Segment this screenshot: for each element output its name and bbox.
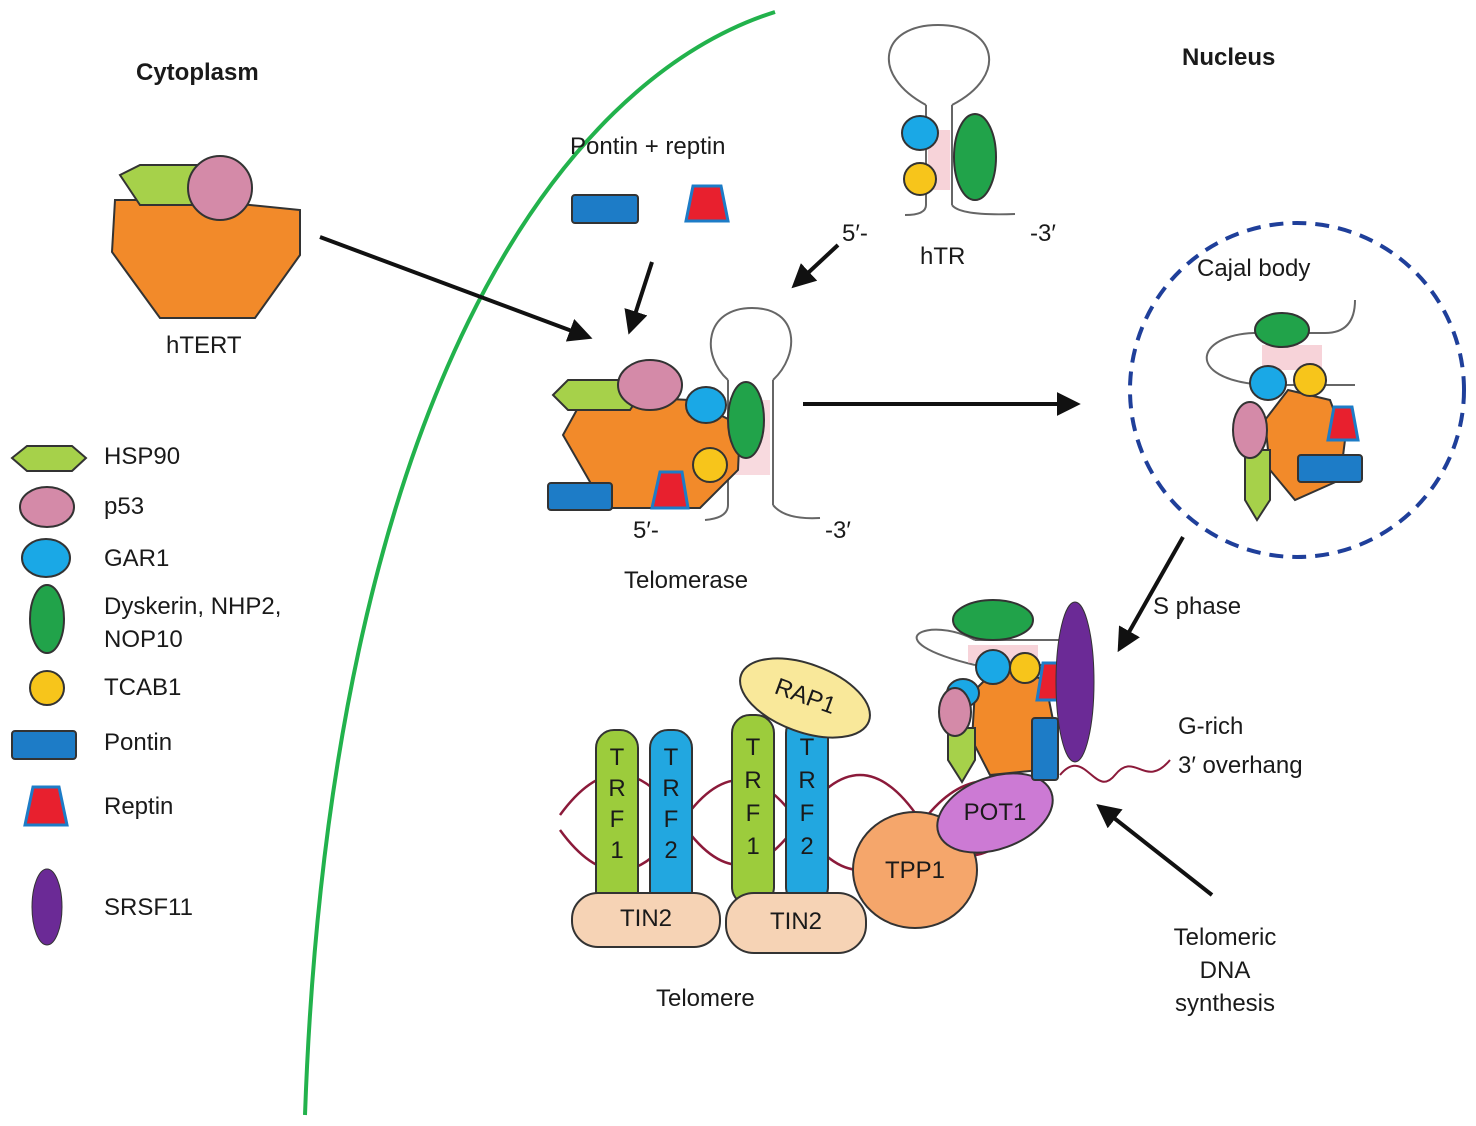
pontin-shape	[571, 194, 639, 224]
dyskerin-shape	[953, 113, 997, 201]
trf2-letter-a: 2	[664, 837, 677, 864]
telomerase-3prime-label: -3′	[825, 517, 851, 544]
telomerase-complex	[547, 306, 821, 521]
tpp1-label: TPP1	[884, 857, 946, 884]
trf1-letter-b: R	[744, 767, 761, 794]
trf1-letter-b: F	[746, 800, 761, 827]
legend-hsp90-icon	[10, 445, 88, 472]
trf2-letter-b: R	[798, 767, 815, 794]
trf2-letter-a: R	[662, 775, 679, 802]
cajal-body-border	[1128, 221, 1466, 559]
trf1-letter-b: 1	[746, 833, 759, 860]
arrow-pontin-to-telomerase	[624, 261, 654, 335]
tcab1-shape	[903, 162, 937, 196]
g-rich-label-line1: G-rich	[1178, 713, 1244, 740]
htert-label: hTERT	[166, 332, 242, 359]
reptin-shape	[684, 184, 730, 223]
free-pontin-reptin	[571, 184, 730, 224]
legend-label: Dyskerin, NHP2,	[104, 593, 282, 620]
trf2-letter-b: F	[800, 800, 815, 827]
legend-shapes	[10, 445, 88, 946]
trf1-letter-a: F	[610, 806, 625, 833]
tin2-shape-a	[571, 892, 721, 948]
legend-dyskerin-icon	[29, 584, 65, 654]
trf2-letter-a: F	[664, 806, 679, 833]
s-phase-label: S phase	[1153, 593, 1242, 620]
tin2-label-a: TIN2	[619, 905, 672, 932]
arrows	[319, 235, 1214, 897]
legend-label: HSP90	[104, 443, 181, 470]
arrow-cajal-to-telomere	[1117, 536, 1185, 653]
htert-shape	[110, 199, 301, 319]
p53-shape	[187, 155, 253, 221]
legend-srsf11-icon	[31, 868, 63, 946]
rap1-shape	[739, 657, 871, 739]
telomere-label: Telomere	[656, 985, 755, 1012]
htert-cytoplasm-complex	[110, 155, 301, 319]
telomerase-5prime-label: 5′-	[633, 517, 659, 544]
htr-label: hTR	[920, 243, 966, 270]
srsf11-shape	[1055, 601, 1095, 763]
gar1-shape	[901, 115, 939, 151]
tin2-shape-b	[725, 892, 867, 954]
trf1-letter-b: T	[746, 734, 761, 761]
htr-3prime-label: -3′	[1030, 220, 1056, 247]
cajal-body-label: Cajal body	[1197, 255, 1311, 282]
trf1-letter-a: 1	[610, 837, 623, 864]
legend-pontin-icon	[11, 730, 77, 760]
nucleus-label: Nucleus	[1182, 44, 1276, 71]
synthesis-label-line1: Telomeric	[1173, 924, 1277, 951]
synthesis-label-line2: DNA	[1199, 957, 1251, 984]
legend-label: p53	[104, 493, 145, 520]
nuclear-membrane-curve	[303, 10, 776, 1116]
htr-5prime-label: 5′-	[842, 220, 868, 247]
legend-tcab1-icon	[29, 670, 65, 706]
cytoplasm-label: Cytoplasm	[136, 59, 259, 86]
cajal-complex	[1205, 299, 1363, 522]
pot1-shape	[936, 772, 1054, 854]
trf2-letter-b: 2	[800, 833, 813, 860]
legend-label: Reptin	[104, 793, 174, 820]
trf2-letter-a: T	[664, 744, 679, 771]
legend-gar1-icon	[21, 538, 71, 578]
legend-p53-icon	[19, 486, 75, 528]
g-rich-label-line2: 3′ overhang	[1178, 752, 1303, 779]
trf2-letter-b: T	[800, 734, 815, 761]
arrow-synthesis	[1096, 804, 1214, 897]
tin2-label-b: TIN2	[769, 908, 822, 935]
legend-label: NOP10	[104, 626, 183, 653]
arrow-htr-to-telomerase	[791, 243, 840, 289]
pontin-reptin-label: Pontin + reptin	[570, 133, 726, 160]
legend-label: GAR1	[104, 545, 170, 572]
trf1-letter-a: T	[610, 744, 625, 771]
legend-label: SRSF11	[104, 894, 193, 921]
legend-reptin-icon	[23, 785, 69, 827]
telomerase-on-telomere	[915, 599, 1095, 784]
telomerase-label: Telomerase	[624, 567, 749, 594]
legend-label: TCAB1	[104, 674, 182, 701]
legend-label: Pontin	[104, 729, 173, 756]
synthesis-label-line3: synthesis	[1174, 990, 1276, 1017]
trf1-letter-a: R	[608, 775, 625, 802]
pot1-label: POT1	[963, 799, 1027, 826]
arrow-htert-to-telomerase	[319, 235, 593, 342]
